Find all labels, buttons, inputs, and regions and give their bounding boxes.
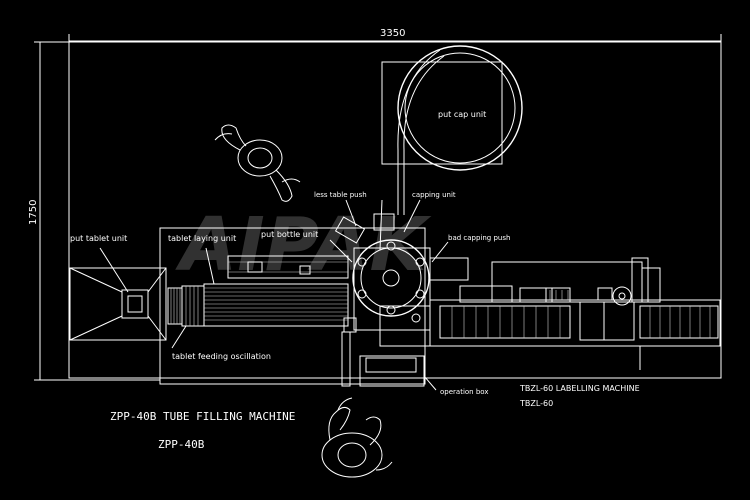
tablet-feeding-oscillation-label: tablet feeding oscillation — [172, 352, 271, 361]
operator-bottom-figure — [321, 397, 393, 478]
width-value: 3350 — [380, 28, 405, 39]
operation-box: operation box — [359, 355, 489, 396]
machine-envelope — [68, 40, 722, 379]
put-tablet-unit-label: put tablet unit — [70, 234, 127, 243]
filling-machine-title: ZPP-40B TUBE FILLING MACHINE — [110, 410, 295, 423]
bad-capping-push-label: bad capping push — [448, 234, 510, 242]
labelling-machine-title: TBZL-60 LABELLING MACHINE — [519, 384, 640, 393]
put-cap-unit-label: put cap unit — [438, 110, 486, 119]
height-dimension: 1750 — [28, 41, 160, 381]
operator-top-figure — [214, 124, 301, 202]
capping-unit-label: capping unit — [412, 191, 456, 199]
tube-filling-machine-body: tablet laying unit put bottle unit table… — [159, 227, 426, 387]
tablet-laying-unit-label: tablet laying unit — [168, 234, 236, 243]
height-value: 1750 — [28, 200, 39, 225]
width-dimension: 3350 — [40, 28, 722, 48]
less-table-push-label: less table push — [314, 191, 367, 199]
put-cap-unit: put cap unit — [381, 45, 523, 215]
bad-capping-push: bad capping push — [429, 234, 510, 281]
capping-unit: less table push capping unit — [314, 191, 456, 331]
put-tablet-unit: put tablet unit — [69, 234, 167, 341]
watermark: AIPAK — [175, 202, 432, 288]
put-bottle-unit-label: put bottle unit — [261, 230, 318, 239]
labelling-machine — [379, 257, 721, 370]
filling-machine-model: ZPP-40B — [158, 438, 205, 451]
operation-box-label: operation box — [440, 388, 489, 396]
labelling-machine-model: TBZL-60 — [519, 399, 553, 408]
